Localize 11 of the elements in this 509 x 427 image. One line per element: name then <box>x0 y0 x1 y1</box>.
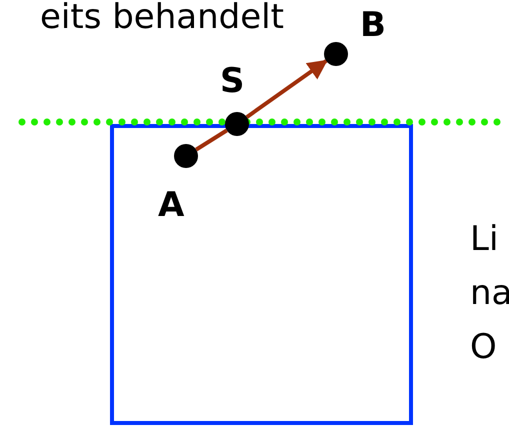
text-fragment: O <box>470 330 497 364</box>
text-fragment: Li <box>470 222 498 256</box>
arrow <box>246 59 328 119</box>
point-label: S <box>220 64 244 98</box>
text-fragment: eits behandelt <box>40 0 284 34</box>
point-marker <box>324 42 348 66</box>
point-label: B <box>360 8 386 42</box>
point-marker <box>225 112 249 136</box>
clip-window <box>110 124 413 425</box>
point-label: A <box>158 188 184 222</box>
point-marker <box>174 144 198 168</box>
